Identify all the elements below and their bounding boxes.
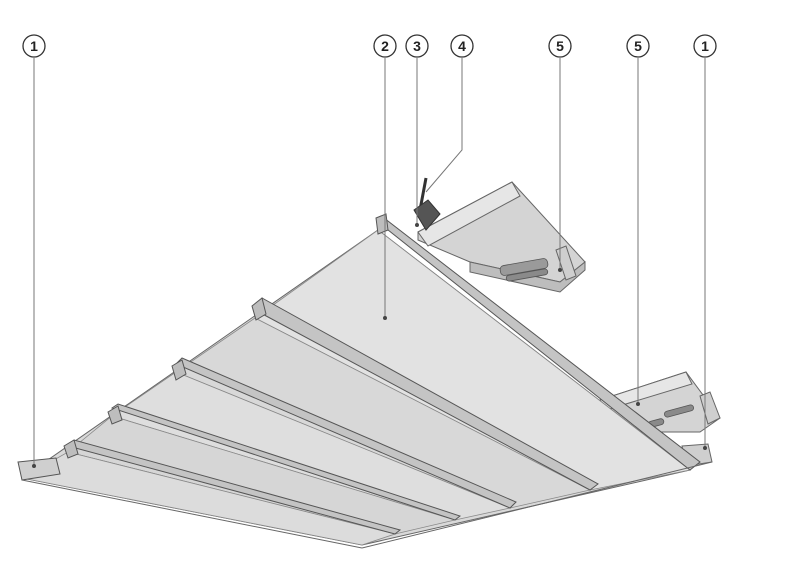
panel-ribs (63, 213, 701, 535)
hanger-clip (413, 177, 441, 231)
leader-lines (32, 58, 707, 468)
callout-label: 5 (556, 38, 564, 54)
callout-label: 1 (30, 38, 38, 54)
callout-1-right: 1 (693, 34, 717, 58)
callout-5-lower: 5 (626, 34, 650, 58)
callout-label: 4 (458, 38, 466, 54)
callout-4: 4 (450, 34, 474, 58)
callout-5-upper: 5 (548, 34, 572, 58)
ceiling-panels (17, 213, 713, 549)
edge-profile-left (17, 457, 61, 481)
callout-label: 1 (701, 38, 709, 54)
mounting-bracket-upper (417, 181, 586, 293)
callout-label: 3 (413, 38, 421, 54)
callout-label: 2 (381, 38, 389, 54)
callout-label: 5 (634, 38, 642, 54)
callout-1-left: 1 (22, 34, 46, 58)
callout-3: 3 (405, 34, 429, 58)
callout-2: 2 (373, 34, 397, 58)
